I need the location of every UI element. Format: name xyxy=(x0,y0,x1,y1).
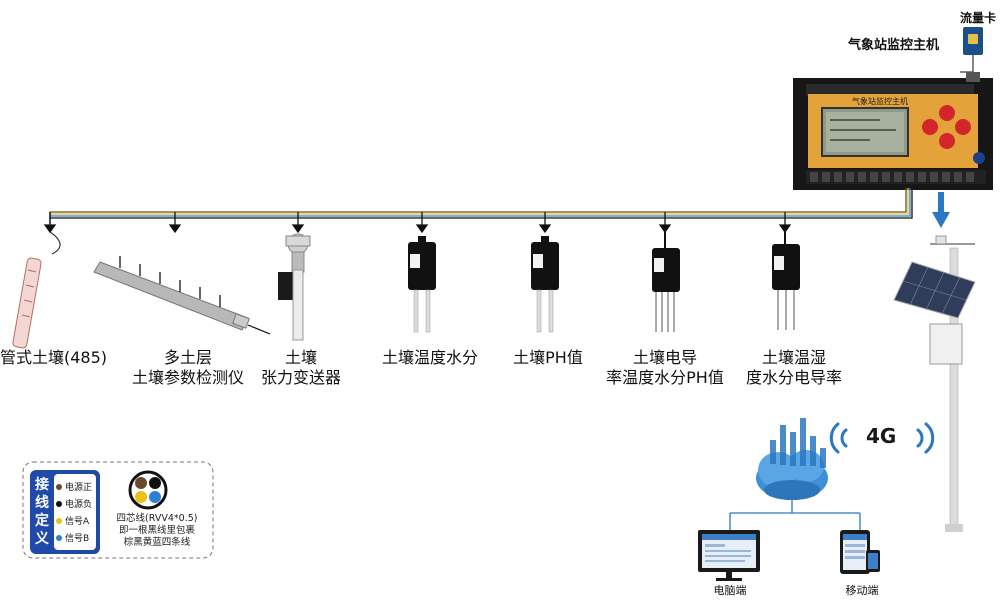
sim-card-icon xyxy=(960,27,983,73)
cable-description: 四芯线(RVV4*0.5) 即一根黑线里包裹 棕黑黄蓝四条线 xyxy=(104,513,210,549)
bus-connectors xyxy=(43,212,792,234)
multi-layer-probe xyxy=(93,256,271,335)
four-core-cable-icon xyxy=(128,470,168,510)
legend-dot-brown xyxy=(56,483,62,490)
sensor-label-7-line1: 土壤温湿 xyxy=(761,348,826,367)
mobile-label: 移动端 xyxy=(845,584,879,597)
legend-list: 电源正 电源负 信号A 信号B xyxy=(56,478,96,546)
legend-item: 信号A xyxy=(56,512,96,529)
cable-line-1: 四芯线(RVV4*0.5) xyxy=(116,513,198,524)
sensor-label-3-line2: 张力变送器 xyxy=(260,368,341,387)
host-panel-title: 气象站监控主机 xyxy=(852,96,908,106)
sensor-label-1-line2: 管式土壤(485) xyxy=(0,348,108,367)
cable-line-2: 即一根黑线里包裹 xyxy=(118,525,195,536)
network-links xyxy=(729,500,861,530)
legend-item-label: 信号A xyxy=(65,517,90,527)
soil-ec-temp-moisture-ph-probe xyxy=(652,232,680,332)
computer-icon xyxy=(698,530,760,581)
legend-item: 电源正 xyxy=(56,478,96,495)
legend-item: 电源负 xyxy=(56,495,96,512)
soil-temp-humidity-ec-probe xyxy=(772,232,800,330)
legend-dot-black xyxy=(56,500,62,507)
sensor-label-5: 土壤PH值 xyxy=(505,348,591,368)
weather-station xyxy=(893,235,976,532)
sensor-label-3: 土壤 张力变送器 xyxy=(253,348,349,388)
sensor-label-6-line2: 率温度水分PH值 xyxy=(606,368,724,387)
signal-waves-icon xyxy=(829,422,935,454)
signal-label: 4G xyxy=(866,424,897,448)
sensor-label-2: 多土层 土壤参数检测仪 xyxy=(125,348,251,388)
sensor-label-7-line2: 度水分电导率 xyxy=(745,368,842,387)
sensor-label-4-line2: 土壤温度水分 xyxy=(381,348,478,367)
soil-ph-probe xyxy=(531,236,559,333)
sensor-label-5-line2: 土壤PH值 xyxy=(513,348,583,367)
tube-soil-probe xyxy=(12,231,61,349)
legend-items-panel xyxy=(54,474,96,550)
sensor-label-7: 土壤温湿 度水分电导率 xyxy=(738,348,850,388)
mobile-icon xyxy=(840,530,880,574)
soil-temp-moisture-probe xyxy=(408,236,436,333)
legend-dot-yellow xyxy=(56,517,62,524)
sensor-label-2-line2: 土壤参数检测仪 xyxy=(131,368,244,387)
sensor-label-4: 土壤温度水分 xyxy=(380,348,480,368)
uplink-arrow xyxy=(932,192,950,228)
legend-item-label: 信号B xyxy=(65,534,90,544)
tensiometer-probe xyxy=(278,233,311,341)
sensor-label-6-line1: 土壤电导 xyxy=(632,348,697,367)
cloud-icon xyxy=(756,418,828,500)
host-title: 气象站监控主机 xyxy=(848,38,940,53)
legend-item-label: 电源负 xyxy=(65,500,93,510)
bus-cable xyxy=(49,188,913,224)
legend-dot-blue xyxy=(56,534,62,541)
host-controller xyxy=(793,72,993,190)
pc-label: 电脑端 xyxy=(713,584,747,597)
sim-card-label: 流量卡 xyxy=(960,11,997,25)
sensor-label-3-line1: 土壤 xyxy=(284,348,317,367)
legend-title: 接线定义 xyxy=(35,477,49,547)
legend-item-label: 电源正 xyxy=(65,483,93,493)
legend-item: 信号B xyxy=(56,529,96,546)
sensor-label-6: 土壤电导 率温度水分PH值 xyxy=(600,348,730,388)
sensor-label-1: 管式土壤(485) xyxy=(0,348,108,368)
cable-line-3: 棕黑黄蓝四条线 xyxy=(123,537,191,548)
sensor-label-2-line1: 多土层 xyxy=(163,348,212,367)
